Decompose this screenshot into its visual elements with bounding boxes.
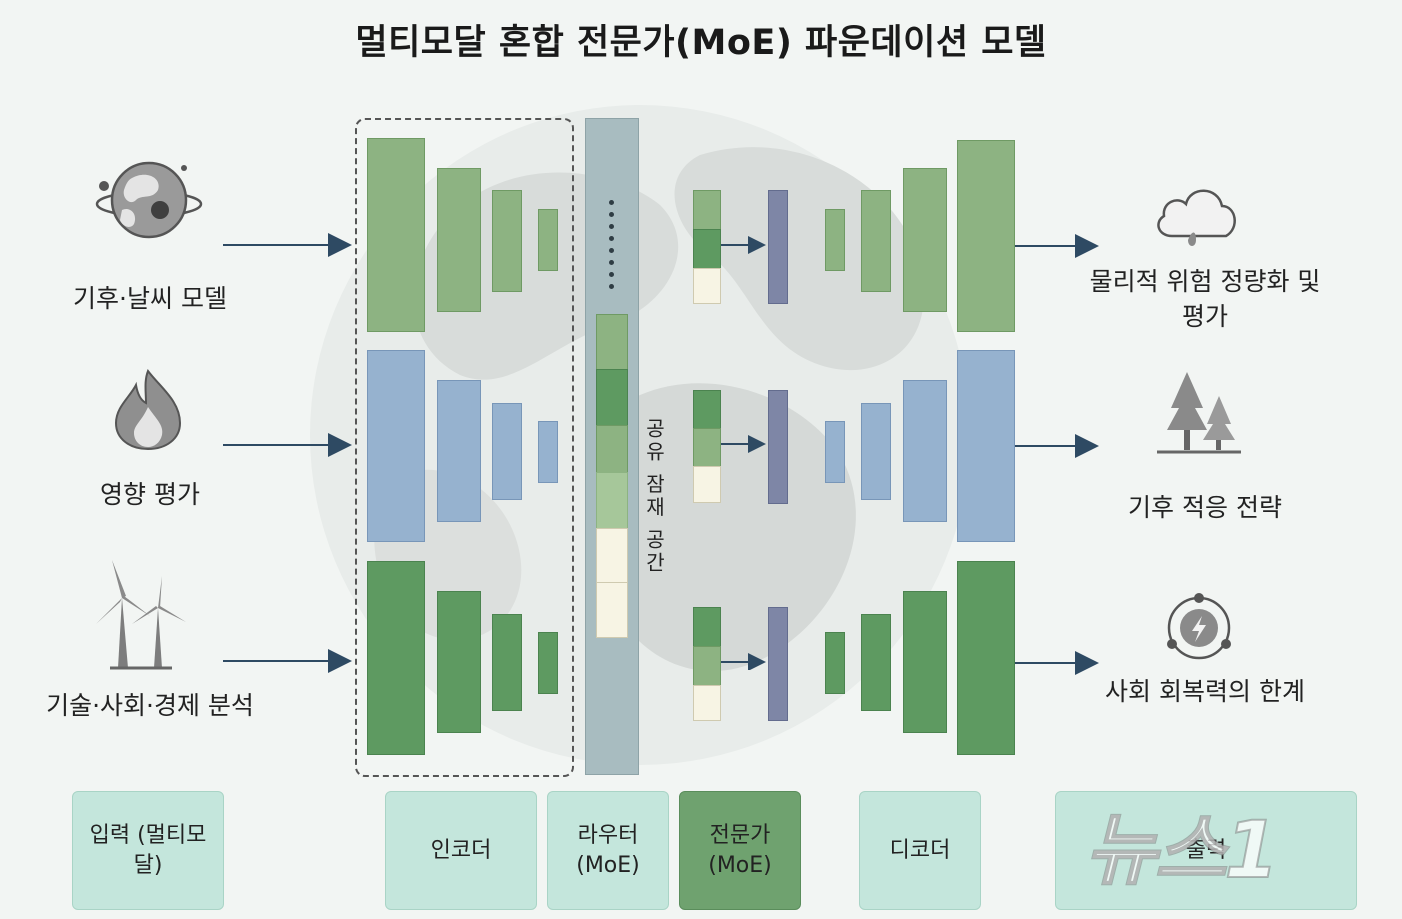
encoder-block bbox=[538, 209, 558, 271]
latent-cell bbox=[596, 528, 628, 584]
decoder-block bbox=[957, 350, 1015, 542]
latent-dot bbox=[609, 260, 614, 265]
input-label-socioeconomic: 기술·사회·경제 분석 bbox=[46, 691, 254, 720]
decoder-block bbox=[957, 140, 1015, 332]
latent-dot bbox=[609, 200, 614, 205]
encoder-block bbox=[437, 591, 481, 733]
expert-cell bbox=[693, 607, 721, 648]
latent-dot bbox=[609, 248, 614, 253]
decoder-block bbox=[861, 403, 891, 500]
expert-cell bbox=[693, 466, 721, 503]
output-label-physical-risk: 물리적 위험 정량화 및 평가 bbox=[1089, 267, 1321, 331]
legend-input-label: 입력 (멀티모달) bbox=[89, 822, 207, 878]
legend-router: 라우터 (MoE) bbox=[547, 791, 669, 910]
router-block bbox=[768, 607, 788, 721]
cloud-rain-icon bbox=[1157, 189, 1236, 246]
expert-cell bbox=[693, 190, 721, 231]
latent-dot bbox=[609, 236, 614, 241]
legend-output-label: 출력 bbox=[1185, 837, 1227, 863]
trees-icon bbox=[1157, 372, 1241, 454]
input-label-impact: 영향 평가 bbox=[100, 480, 200, 509]
latent-cell bbox=[596, 582, 628, 638]
router-block bbox=[768, 190, 788, 304]
encoder-block bbox=[538, 421, 558, 483]
expert-cell bbox=[693, 390, 721, 430]
latent-dot bbox=[609, 212, 614, 217]
encoder-block bbox=[437, 380, 481, 522]
legend-decoder: 디코더 bbox=[859, 791, 981, 910]
encoder-block bbox=[437, 168, 481, 312]
legend-output: 출력 bbox=[1055, 791, 1357, 910]
latent-dot bbox=[609, 284, 614, 289]
legend-decoder-label: 디코더 bbox=[889, 837, 951, 863]
encoder-block bbox=[492, 403, 522, 500]
wind-turbine-icon bbox=[96, 560, 186, 670]
decoder-block bbox=[825, 632, 845, 694]
decoder-block bbox=[903, 168, 947, 312]
decoder-block bbox=[903, 380, 947, 522]
decoder-block bbox=[825, 209, 845, 271]
page-title: 멀티모달 혼합 전문가(MoE) 파운데이션 모델 bbox=[355, 23, 1047, 63]
legend-expert: 전문가 (MoE) bbox=[679, 791, 801, 910]
expert-cell bbox=[693, 229, 721, 270]
expert-cell bbox=[693, 685, 721, 721]
input-arrows bbox=[223, 233, 352, 673]
output-label-adaptation: 기후 적응 전략 bbox=[1128, 493, 1282, 522]
encoder-block bbox=[492, 614, 522, 711]
latent-cell bbox=[596, 314, 628, 371]
latent-cell bbox=[596, 472, 628, 530]
globe-icon bbox=[95, 161, 203, 239]
watermark-logo: 뉴스1 bbox=[1084, 805, 1280, 897]
resilience-icon bbox=[1167, 593, 1231, 660]
legend-router-label: 라우터 (MoE) bbox=[576, 822, 640, 878]
output-label-resilience: 사회 회복력의 한계 bbox=[1105, 677, 1305, 706]
expert-cell bbox=[693, 428, 721, 468]
latent-cell bbox=[596, 425, 628, 474]
decoder-block bbox=[825, 421, 845, 483]
encoder-block bbox=[492, 190, 522, 292]
decoder-block bbox=[903, 591, 947, 733]
expert-cell bbox=[693, 646, 721, 687]
legend-expert-label: 전문가 (MoE) bbox=[708, 822, 772, 878]
decoder-block bbox=[861, 190, 891, 292]
decoder-block bbox=[957, 561, 1015, 755]
encoder-block bbox=[367, 561, 425, 755]
expert-cell bbox=[693, 268, 721, 304]
latent-space-label: 공유 잠재 공간 bbox=[642, 418, 666, 575]
encoder-block bbox=[538, 632, 558, 694]
output-arrows bbox=[1015, 234, 1099, 675]
legend-encoder: 인코더 bbox=[385, 791, 537, 910]
input-label-climate: 기후·날씨 모델 bbox=[73, 284, 227, 313]
latent-cell bbox=[596, 369, 628, 427]
legend-encoder-label: 인코더 bbox=[430, 837, 492, 863]
router-block bbox=[768, 390, 788, 504]
decoder-block bbox=[861, 614, 891, 711]
latent-dot bbox=[609, 272, 614, 277]
encoder-block bbox=[367, 350, 425, 542]
flame-icon bbox=[114, 368, 182, 451]
latent-dot bbox=[609, 224, 614, 229]
legend-input: 입력 (멀티모달) bbox=[72, 791, 224, 910]
encoder-group bbox=[355, 118, 574, 777]
router-arrows bbox=[721, 236, 766, 670]
encoder-block bbox=[367, 138, 425, 332]
